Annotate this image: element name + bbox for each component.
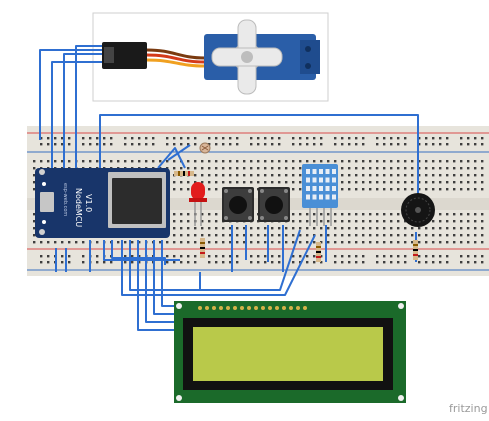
wiring [39, 45, 419, 331]
wire [75, 45, 102, 170]
wire [111, 240, 166, 265]
red-led [189, 182, 207, 226]
lcd-display [174, 301, 406, 403]
wire [157, 147, 186, 169]
nodemcu-version: V1.0 [84, 194, 93, 212]
wire [167, 144, 191, 161]
lcd-pins [198, 306, 307, 310]
lcd-screen [193, 327, 383, 381]
wire [99, 114, 419, 200]
fritzing-watermark: fritzing [449, 402, 488, 415]
buzzer [401, 193, 435, 227]
wire [153, 240, 176, 315]
nodemcu-url: esp-web.com [62, 183, 68, 216]
resistor [200, 238, 205, 258]
push-button [222, 187, 254, 222]
wire [39, 49, 102, 140]
nodemcu-label: NodeMCU [74, 188, 83, 227]
wire [161, 240, 176, 307]
wire [121, 234, 316, 296]
wire [137, 240, 176, 331]
push-button [258, 187, 290, 222]
photoresistor [199, 142, 211, 154]
resistor [174, 171, 194, 176]
resistor [316, 242, 321, 262]
resistor [413, 240, 418, 260]
servo-cable [146, 48, 206, 60]
wire [129, 229, 301, 291]
wire [63, 53, 102, 170]
wire [51, 61, 102, 170]
servo-horn [211, 19, 283, 95]
dht-sensor [302, 164, 338, 226]
servo-motor [92, 12, 329, 102]
nodemcu-board: V1.0 NodeMCU esp-web.com [35, 168, 170, 238]
wire [145, 240, 176, 323]
